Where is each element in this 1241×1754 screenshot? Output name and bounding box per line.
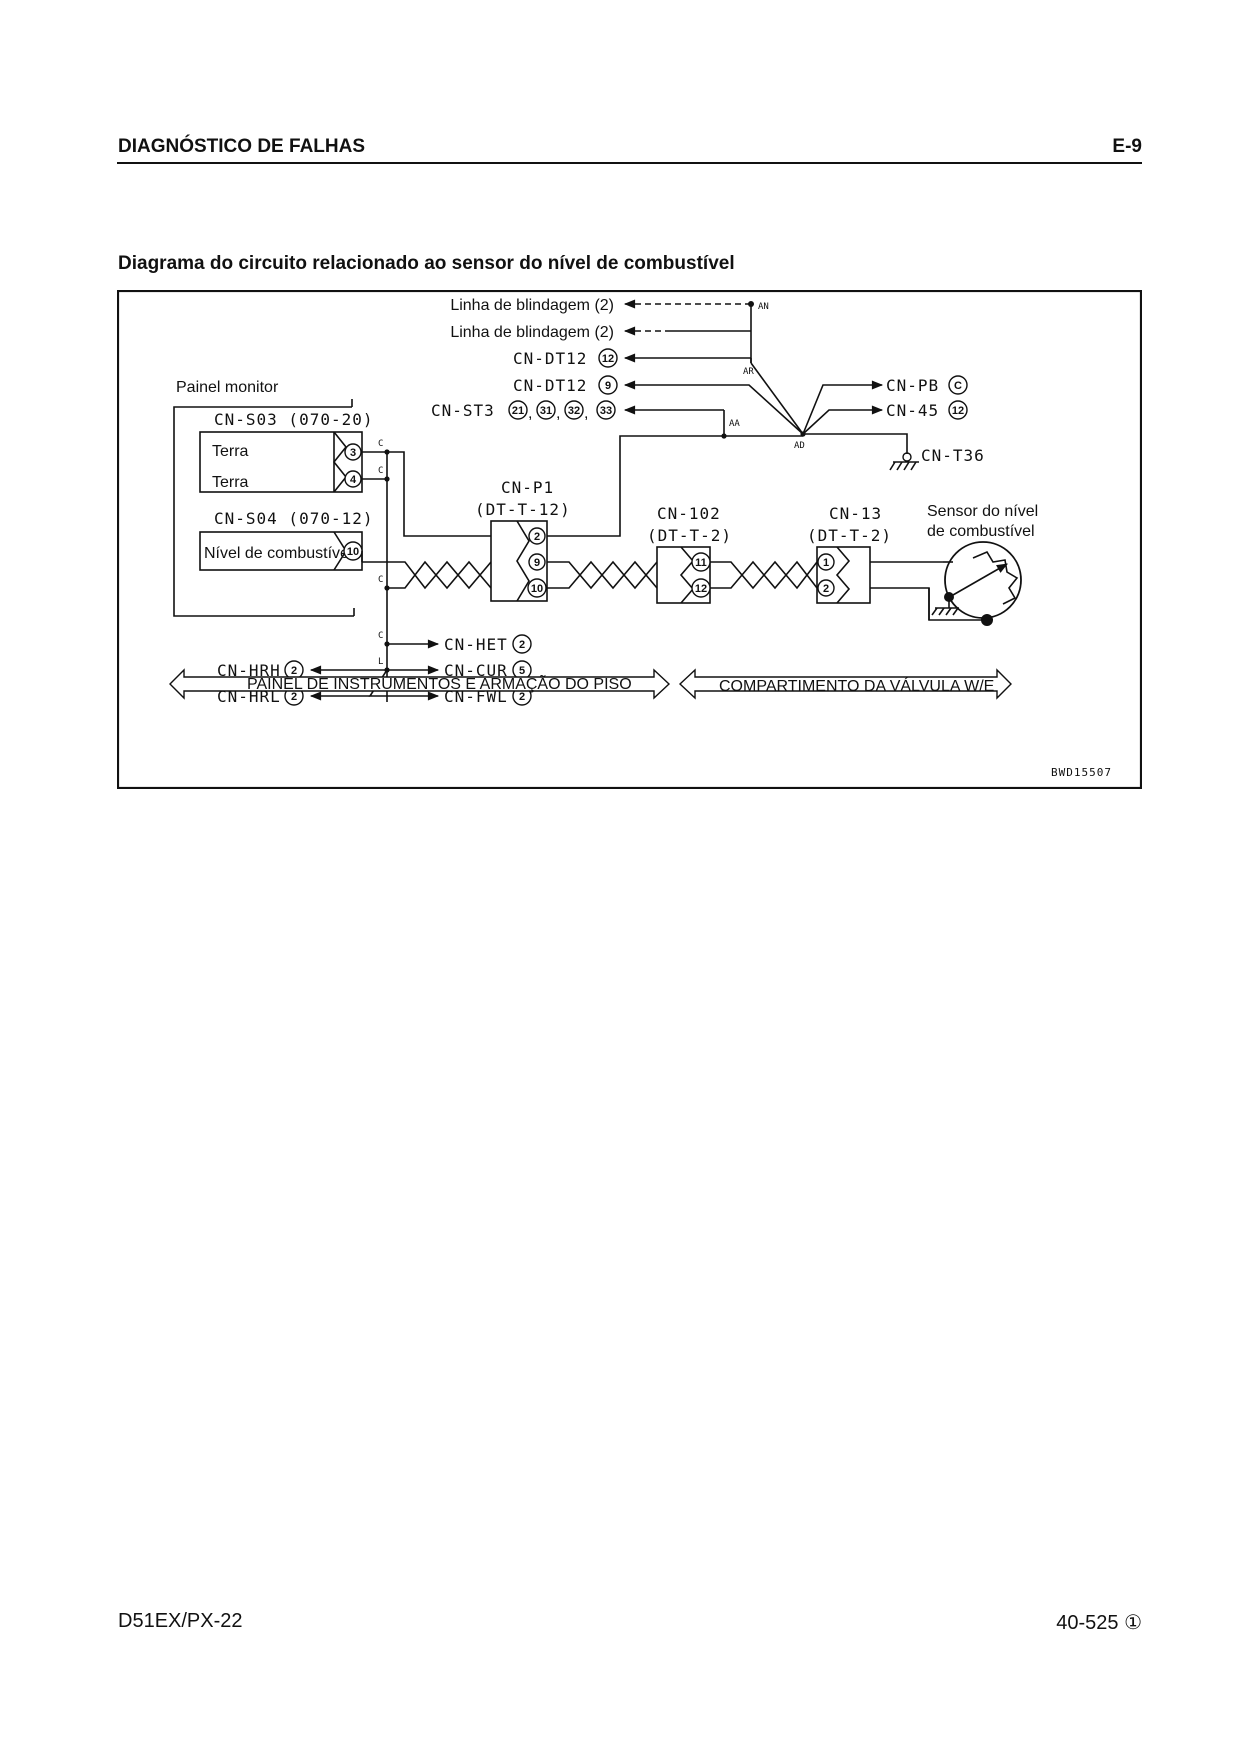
cn-102-connector: CN-102 (DT-T-2) 11 12	[647, 504, 732, 604]
terra-label: Terra	[212, 443, 249, 460]
pin-2-label: 2	[534, 531, 540, 543]
shield-line-label: Linha de blindagem (2)	[450, 297, 614, 314]
pin-c-label: C	[954, 380, 962, 392]
svg-text:,: ,	[584, 405, 588, 422]
cn-13-type-label: (DT-T-2)	[807, 526, 892, 545]
cn-hrh-label: CN-HRH	[217, 661, 281, 680]
pin-3-label: 3	[350, 447, 356, 459]
svg-text:,: ,	[556, 405, 560, 422]
splice-ad-label: AD	[794, 441, 805, 451]
pin-12-label: 12	[602, 353, 614, 365]
header-title: DIAGNÓSTICO DE FALHAS	[118, 136, 366, 157]
pin-10-label: 10	[347, 546, 359, 558]
cn-13-connector: CN-13 (DT-T-2) 1 2	[807, 504, 892, 604]
pin-21-label: 21	[512, 405, 524, 417]
cn-s03-label: CN-S03 (070-20)	[214, 410, 374, 429]
band-left-label: PAINEL DE INSTRUMENTOS E ARMAÇÃO DO PISO	[247, 673, 632, 693]
circuit-diagram: AN AR AA AD Linha de blindagem (2) Linha…	[116, 289, 1143, 790]
shield-line-label: Linha de blindagem (2)	[450, 324, 614, 341]
pin-31-label: 31	[540, 405, 552, 417]
splice-l-label: L	[378, 657, 383, 667]
pin-12-label: 12	[695, 583, 707, 595]
cn-dt12-label: CN-DT12	[513, 349, 587, 368]
monitor-panel: Painel monitor CN-S03 (070-20) CN-S04 (0…	[173, 379, 374, 617]
pin-2-label: 2	[291, 691, 297, 703]
sensor-label-line2: de combustível	[927, 523, 1035, 540]
pin-2-label: 2	[519, 691, 525, 703]
pin-9-label: 9	[605, 380, 611, 392]
shield-wiring	[623, 299, 919, 471]
pin-4-label: 4	[350, 474, 357, 486]
cn-p1-type-label: (DT-T-12)	[475, 500, 571, 519]
region-band-right: COMPARTIMENTO DA VÁLVULA W/E	[678, 668, 1012, 700]
pin-5-label: 5	[519, 665, 525, 677]
pin-33-label: 33	[600, 405, 612, 417]
band-right-label: COMPARTIMENTO DA VÁLVULA W/E	[719, 676, 994, 695]
pin-2-label: 2	[291, 665, 297, 677]
pin-12-label: 12	[952, 405, 964, 417]
cn-s04-label: CN-S04 (070-12)	[214, 509, 374, 528]
pin-9-label: 9	[534, 557, 540, 569]
pin-2-label: 2	[519, 639, 525, 651]
cn-cur-label: CN-CUR	[444, 661, 508, 680]
cn-hrl-label: CN-HRL	[217, 687, 281, 706]
terra-label: Terra	[212, 474, 249, 491]
svg-text:,: ,	[528, 405, 532, 422]
region-band-left: PAINEL DE INSTRUMENTOS E ARMAÇÃO DO PISO	[169, 668, 671, 700]
cn-het-label: CN-HET	[444, 635, 508, 654]
splice-aa-label: AA	[729, 419, 740, 429]
footer-model: D51EX/PX-22	[118, 1610, 243, 1632]
cn-dt12-label: CN-DT12	[513, 376, 587, 395]
diagram-frame	[116, 289, 1143, 790]
pin-32-label: 32	[568, 405, 580, 417]
cn-fwl-label: CN-FWL	[444, 687, 508, 706]
fuel-level-label: Nível de combustível	[204, 545, 353, 562]
pin-2-label: 2	[823, 583, 829, 595]
pin-1-label: 1	[823, 557, 829, 569]
cn-t36-label: CN-T36	[921, 446, 985, 465]
cn-13-label: CN-13	[829, 504, 882, 523]
cn-pb-label: CN-PB	[886, 376, 939, 395]
header-page-code: E-9	[1112, 136, 1142, 157]
splice-c-label: C	[378, 575, 383, 585]
splice-c-label: C	[378, 631, 383, 641]
pin-11-label: 11	[695, 557, 707, 569]
footer-page: 40-525 ①	[1056, 1612, 1142, 1634]
cn-p1-label: CN-P1	[501, 478, 554, 497]
splice-ar-label: AR	[743, 367, 754, 377]
splice-c-label: C	[378, 466, 383, 476]
cn-102-type-label: (DT-T-2)	[647, 526, 732, 545]
splice-c-label: C	[378, 439, 383, 449]
sensor-label-line1: Sensor do nível	[927, 503, 1038, 520]
monitor-panel-label: Painel monitor	[176, 379, 279, 396]
cn-45-label: CN-45	[886, 401, 939, 420]
fuel-level-sensor: Sensor do nível de combustível	[927, 503, 1038, 626]
splice-an-label: AN	[758, 302, 769, 312]
pin-10-label: 10	[531, 583, 543, 595]
cn-102-label: CN-102	[657, 504, 721, 523]
ground-bus: C C C C L	[309, 439, 491, 702]
figure-title: Diagrama do circuito relacionado ao sens…	[118, 253, 735, 274]
diagram-code: BWD15507	[1051, 766, 1112, 779]
cn-p1-connector: CN-P1 (DT-T-12) 2 9 10	[475, 478, 571, 602]
header-rule	[117, 162, 1142, 164]
cn-st3-label: CN-ST3	[431, 401, 495, 420]
